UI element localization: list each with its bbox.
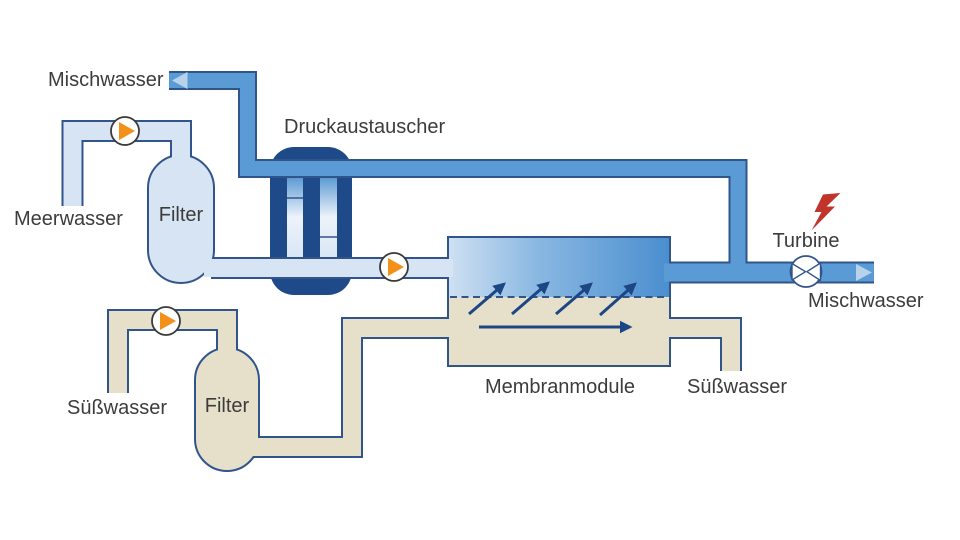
label-suesswasser-in: Süßwasser [67, 397, 168, 419]
label-suesswasser-out: Süßwasser [686, 376, 788, 398]
pump-triangle-icon [388, 258, 404, 276]
flow-arrow-left-icon [172, 72, 188, 89]
pressure-exchanger-channel [287, 176, 303, 258]
pipe-fills [63, 73, 874, 456]
membrane-module-outline [447, 236, 671, 367]
osmosis-arrow-icon [468, 282, 506, 316]
label-filter-freshwater: Filter [204, 395, 250, 417]
pump-triangle-icon [119, 122, 135, 140]
turbine-icon [789, 255, 823, 288]
lightning-icon [811, 193, 841, 231]
label-druckaustauscher: Druckaustauscher [284, 116, 446, 138]
pump-icon-feed [379, 252, 409, 282]
label-mischwasser-right: Mischwasser [808, 290, 924, 312]
mixed-water-pipe [169, 73, 746, 272]
membrane-module-freshwater-side [448, 297, 670, 366]
osmosis-arrows-icon [468, 281, 637, 334]
label-turbine: Turbine [772, 230, 840, 252]
label-filter-seawater: Filter [158, 204, 204, 226]
membrane-module-saltwater-side [448, 237, 670, 297]
pump-icon-freshwater [151, 306, 181, 336]
osmosis-arrow-icon [599, 282, 637, 317]
freshwater-outlet-pipe [665, 319, 740, 371]
label-meerwasser: Meerwasser [14, 208, 123, 230]
pump-icon-seawater [110, 116, 140, 146]
turbine-nozzle-right [806, 262, 822, 282]
osmosis-arrow-icon [511, 281, 550, 316]
pump-triangle-icon [160, 312, 176, 330]
label-mischwasser-top: Mischwasser [48, 69, 164, 91]
turbine-nozzle-left [791, 262, 807, 281]
flow-arrow-right-icon [856, 264, 872, 281]
freshwater-feed-pipe [248, 319, 453, 456]
label-membranmodule: Membranmodule [484, 376, 636, 398]
pressure-exchanger-channel [320, 176, 337, 258]
osmosis-arrow-icon [555, 282, 593, 316]
